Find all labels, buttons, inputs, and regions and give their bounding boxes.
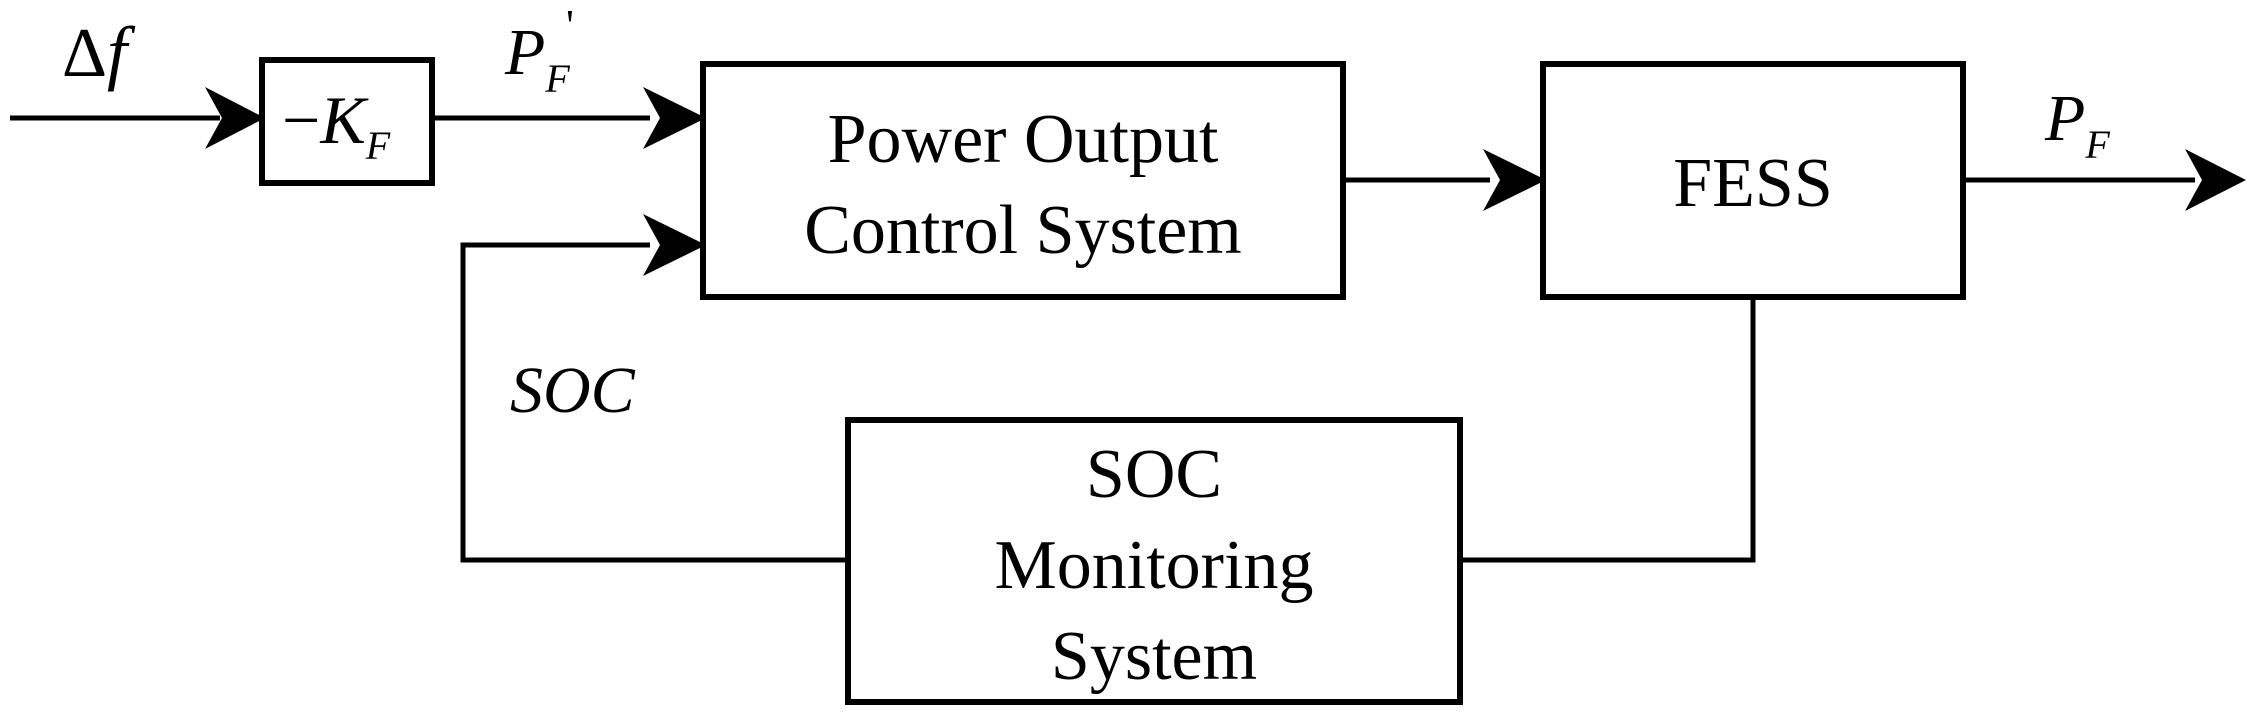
soc-monitoring-block bbox=[845, 417, 1463, 705]
fess-to-monitor-wire bbox=[1460, 297, 1756, 563]
fess-label: FESS bbox=[1673, 145, 1833, 222]
input-arrowhead bbox=[205, 87, 265, 149]
soc-monitoring-line1: SOC bbox=[1086, 436, 1222, 513]
power-output-control-block bbox=[700, 61, 1346, 300]
delta-f-label: Δf bbox=[62, 12, 136, 92]
gain-label: −KF bbox=[282, 82, 391, 168]
control-input-arrowhead bbox=[643, 87, 706, 149]
soc-monitoring-line2: Monitoring bbox=[995, 527, 1314, 604]
p-out-label: PF bbox=[2044, 82, 2110, 167]
gain-block bbox=[259, 57, 435, 186]
power-control-line1: Power Output bbox=[828, 101, 1219, 178]
soc-arrowhead bbox=[643, 214, 706, 276]
soc-monitoring-line3: System bbox=[1051, 618, 1257, 695]
soc-signal-label: SOC bbox=[510, 354, 636, 427]
fess-block bbox=[1540, 61, 1966, 300]
output-arrowhead bbox=[2185, 149, 2246, 211]
fess-input-arrowhead bbox=[1483, 149, 1546, 211]
power-control-line2: Control System bbox=[804, 192, 1242, 269]
soc-feedback-wire bbox=[460, 242, 848, 563]
prime-mark: ' bbox=[566, 1, 574, 50]
p-prime-label: PF bbox=[504, 16, 570, 101]
